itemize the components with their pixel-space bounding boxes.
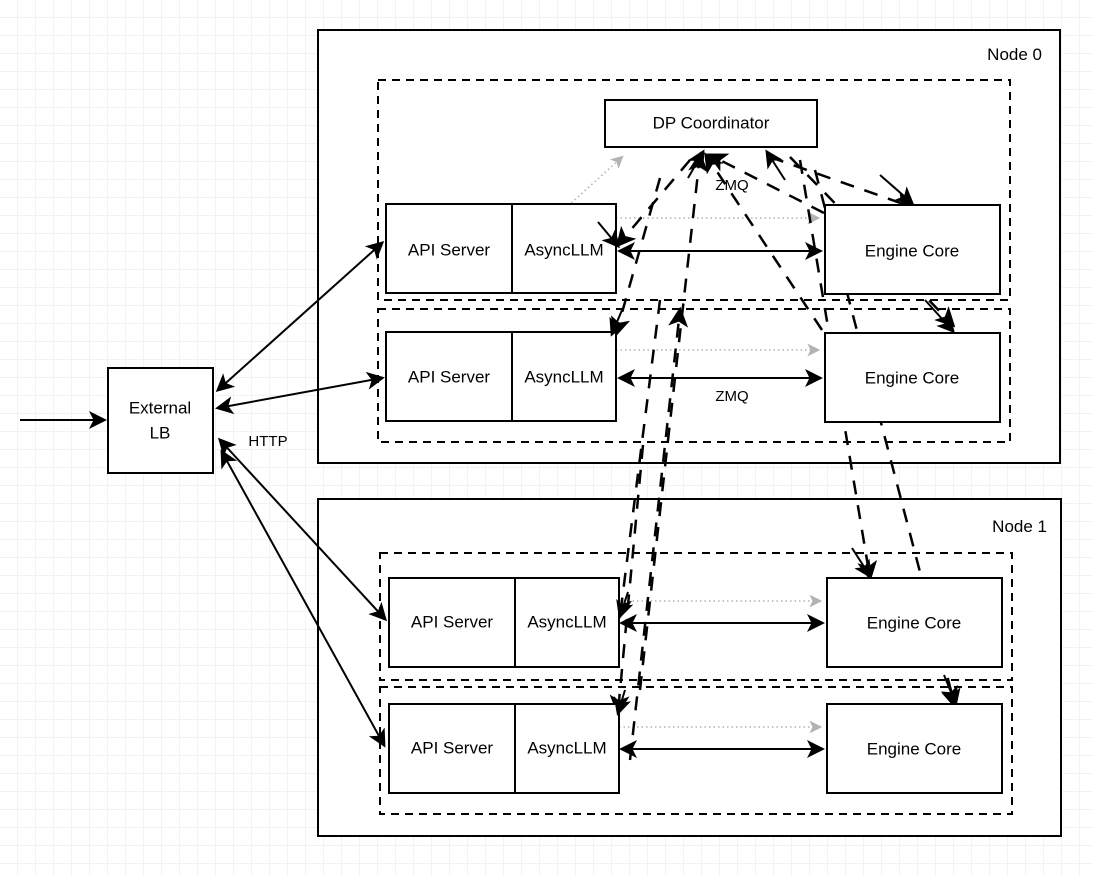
engine-core-box-n1r1[interactable]	[826, 703, 1003, 794]
edge-lb-to-api-n0r0	[215, 240, 385, 393]
dp-coordinator-box[interactable]	[604, 99, 818, 148]
arrowhead-coordinator-in-left	[687, 149, 705, 179]
api-asyncllm-box-n1r1[interactable]	[388, 703, 620, 794]
engine-core-box-n0r1[interactable]	[824, 332, 1001, 423]
api-server-label-n1r0: API Server	[411, 612, 494, 631]
dashed-edge-ec-n0r0-to-coordinator	[707, 153, 825, 215]
dashed-edge-coordinator-to-ec-n0r0	[769, 155, 916, 211]
arrow-into-ec-n0r1	[924, 299, 956, 334]
arrow-into-asyncllm-n0r0	[597, 221, 620, 249]
engine-core-box-n0r0[interactable]	[824, 204, 1001, 295]
arrow-into-ec-n1r1	[941, 674, 958, 705]
api-server-label-n0r0: API Server	[408, 240, 491, 259]
api-server-label-n0r1: API Server	[408, 367, 491, 386]
api-server-label-n1r1: API Server	[411, 738, 494, 757]
api-asyncllm-box-n0r0[interactable]	[385, 203, 617, 294]
arrow-into-asyncllm-n1r0	[616, 591, 634, 619]
dp-coordinator-label: DP Coordinator	[653, 113, 770, 132]
engine-core-label-n1r1: Engine Core	[867, 739, 962, 758]
external-lb-label-line1: External	[129, 398, 191, 417]
node-0-row-0-group	[377, 79, 1011, 301]
arrow-into-asyncllm-n1r1	[613, 689, 631, 716]
asyncllm-label-n1r0: AsyncLLM	[527, 612, 606, 631]
node-0-label: Node 0	[987, 45, 1042, 64]
edge-lb-to-api-n0r1	[215, 371, 385, 415]
node-1-row-0-group	[379, 552, 1013, 681]
asyncllm-label-n0r0: AsyncLLM	[524, 240, 603, 259]
arrowhead-coordinator-in-right	[765, 149, 786, 181]
node-1-label: Node 1	[992, 517, 1047, 536]
api-asyncllm-box-n0r1[interactable]	[385, 331, 617, 422]
node-1-row-1-group	[379, 686, 1013, 815]
zmq-label-n0r0: ZMQ	[715, 177, 748, 194]
engine-core-label-n0r0: Engine Core	[865, 241, 960, 260]
dashed-edge-coordinator-to-asyncllm-n1r1	[609, 444, 645, 716]
engine-core-label-n0r1: Engine Core	[865, 368, 960, 387]
arrow-into-ec-n0r0	[879, 174, 915, 205]
asyncllm-label-n0r1: AsyncLLM	[524, 367, 603, 386]
edge-lb-to-api-n1r1	[220, 449, 386, 748]
engine-core-label-n1r0: Engine Core	[867, 613, 962, 632]
asyncllm-label-n1r1: AsyncLLM	[527, 738, 606, 757]
http-label: HTTP	[248, 433, 287, 450]
external-lb-label-line2: LB	[150, 423, 171, 442]
arrow-into-asyncllm-n0r1	[609, 309, 627, 337]
dashed-edge-coordinator-to-asyncllm-n1r0	[612, 299, 662, 620]
engine-core-box-n1r0[interactable]	[826, 577, 1003, 668]
external-lb-box[interactable]	[107, 367, 214, 474]
api-asyncllm-box-n1r0[interactable]	[388, 577, 620, 668]
arrow-into-ec-n1r0	[851, 547, 872, 579]
dotted-edge-asyncllm-to-coordinator	[567, 155, 624, 207]
zmq-label-n0r1: ZMQ	[715, 388, 748, 405]
